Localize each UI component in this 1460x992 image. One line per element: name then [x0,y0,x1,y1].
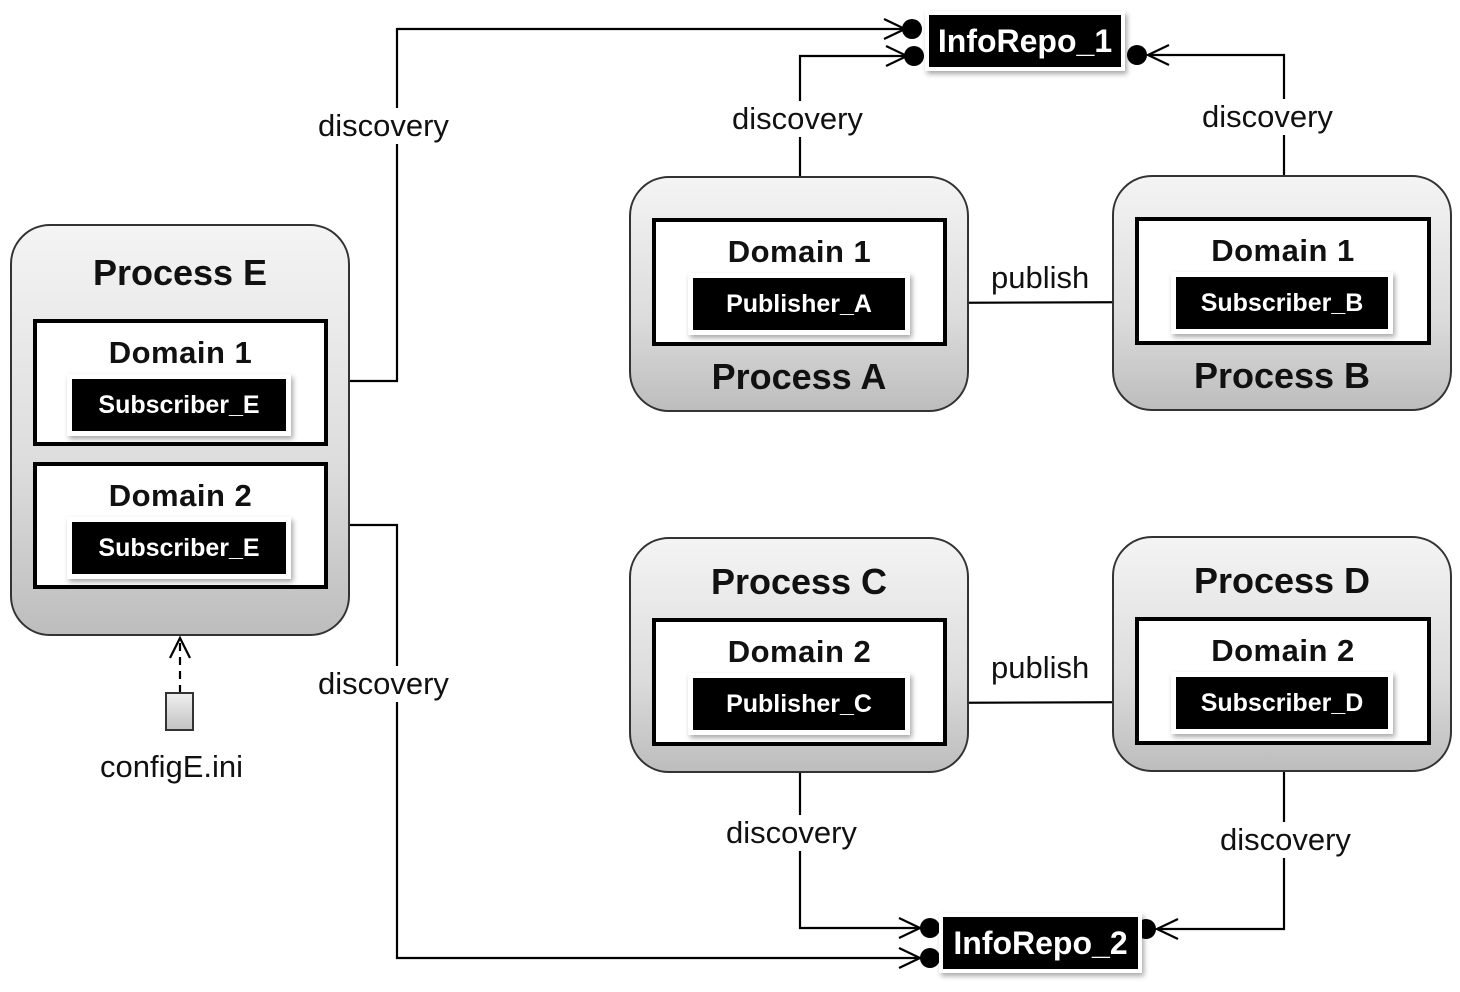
discovery-line-e2 [327,523,920,960]
process-d-title: Process D [1193,560,1371,601]
discovery-label-c: discovery [724,815,859,851]
process-c-domain-title: Domain 2 [727,634,872,669]
inforepo-1: InfoRepo_1 [925,11,1125,71]
discovery-label-e1: discovery [316,108,451,144]
publish-label-ab: publish [989,260,1092,296]
discovery-line-e1 [327,27,905,383]
process-b-domain-title: Domain 1 [1211,233,1355,268]
discovery-label-e2: discovery [316,666,451,702]
process-e-domain-2-title: Domain 2 [108,478,253,513]
publish-label-cd: publish [989,650,1092,686]
config-file-label: configE.ini [100,749,244,784]
publisher-c: Publisher_C [688,673,910,735]
repo1-port-mid [904,46,924,66]
process-a-title: Process A [711,356,887,397]
discovery-label-d: discovery [1218,822,1353,858]
subscriber-b: Subscriber_B [1171,272,1393,334]
discovery-line-b [1148,53,1286,218]
discovery-line-d [1157,744,1286,931]
subscriber-e-domain-1: Subscriber_E [67,374,291,436]
subscriber-e-domain-2: Subscriber_E [67,517,291,579]
discovery-label-b: discovery [1200,99,1335,135]
subscriber-d: Subscriber_D [1171,672,1393,734]
process-d-domain-title: Domain 2 [1211,633,1355,668]
discovery-arrowhead-b [1145,44,1170,66]
discovery-arrowhead-d [1154,918,1179,940]
repo2-port-bottom [920,948,940,968]
discovery-label-a: discovery [730,101,865,137]
process-b-title: Process B [1193,355,1371,396]
publisher-a: Publisher_A [688,273,910,335]
process-a-domain-title: Domain 1 [727,234,872,269]
config-file-icon [165,692,194,731]
process-c-title: Process C [710,561,888,602]
inforepo-2: InfoRepo_2 [939,913,1142,973]
process-e-domain-1-title: Domain 1 [108,335,253,370]
discovery-line-a [798,54,907,218]
repo1-port-right [1127,45,1147,65]
config-arrowhead [169,635,191,659]
process-e-title: Process E [92,252,268,293]
repo1-port-top [902,19,922,39]
discovery-line-c [798,745,920,930]
repo2-port-top [920,918,940,938]
